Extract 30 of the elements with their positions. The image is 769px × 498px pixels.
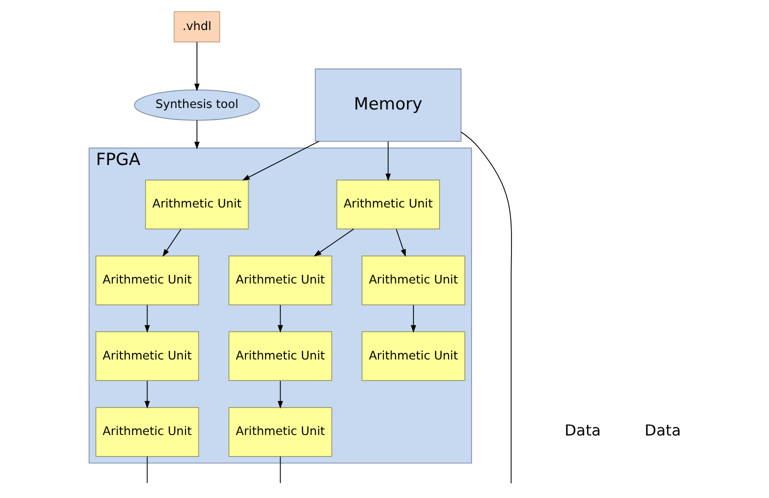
arrow [144,304,150,333]
arrow [313,228,354,257]
node-box: Memory [314,68,461,142]
node-box: Arithmetic Unit [94,256,199,306]
arrow [277,380,282,409]
arrow [194,42,200,92]
arrow [242,140,319,181]
arrow [194,120,200,150]
label: Data [644,422,680,440]
connector [460,132,512,484]
node-box: Arithmetic Unit [228,407,332,457]
node-box: Arithmetic Unit [94,407,199,457]
arrow [277,304,282,333]
node-box: .vhdl [173,11,220,42]
node-box: Arithmetic Unit [228,331,332,381]
node-box: Arithmetic Unit [361,256,465,306]
label: Data [564,422,600,440]
arrow [385,141,390,182]
arrow [395,228,406,257]
arrow [162,228,181,257]
node-box: Arithmetic Unit [336,180,440,230]
node-box: Arithmetic Unit [361,331,465,381]
arrow [144,380,150,409]
node-box: Arithmetic Unit [228,256,332,306]
connector [146,456,148,484]
connector [279,456,280,484]
arrow [410,304,416,333]
node-box: Arithmetic Unit [144,180,248,230]
node-box: Arithmetic Unit [94,331,199,381]
node-ellipse: Synthesis tool [134,90,260,121]
